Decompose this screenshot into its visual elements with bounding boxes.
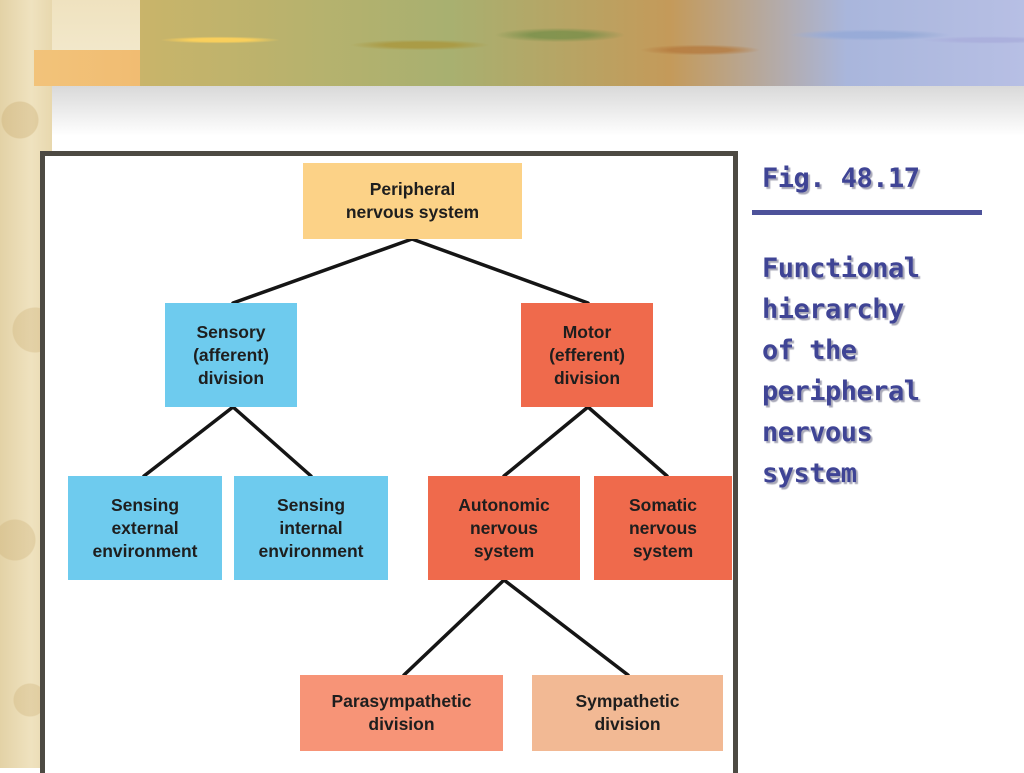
node-motor-division: Motor (efferent) division xyxy=(521,303,653,407)
node-sensory-division: Sensory (afferent) division xyxy=(165,303,297,407)
figure-caption: Functional hierarchy of the peripheral n… xyxy=(762,253,920,489)
edge-motor-autonomic xyxy=(502,405,590,478)
node-sympathetic-division: Sympathetic division xyxy=(532,675,723,751)
edge-autonomic-parasympathetic xyxy=(402,578,506,677)
connector-lines xyxy=(142,237,669,677)
caption-divider xyxy=(752,210,982,215)
node-sensing-internal-environment: Sensing internal environment xyxy=(234,476,388,580)
node-peripheral-nervous-system: Peripheral nervous system xyxy=(303,163,522,239)
banner-shadow xyxy=(52,86,1024,136)
edge-motor-somatic xyxy=(586,405,669,478)
node-autonomic-nervous-system: Autonomic nervous system xyxy=(428,476,580,580)
node-parasympathetic-division: Parasympathetic division xyxy=(300,675,503,751)
edge-sensory-internal xyxy=(231,405,313,478)
edge-sensory-external xyxy=(142,405,235,478)
edge-pns-motor xyxy=(410,237,590,305)
figure-number: Fig. 48.17 xyxy=(762,163,920,194)
edge-pns-sensory xyxy=(231,237,414,305)
node-somatic-nervous-system: Somatic nervous system xyxy=(594,476,732,580)
header-banner xyxy=(140,0,1024,86)
diagram-frame: Peripheral nervous system Sensory (affer… xyxy=(40,151,738,773)
edge-autonomic-sympathetic xyxy=(502,578,630,677)
node-sensing-external-environment: Sensing external environment xyxy=(68,476,222,580)
